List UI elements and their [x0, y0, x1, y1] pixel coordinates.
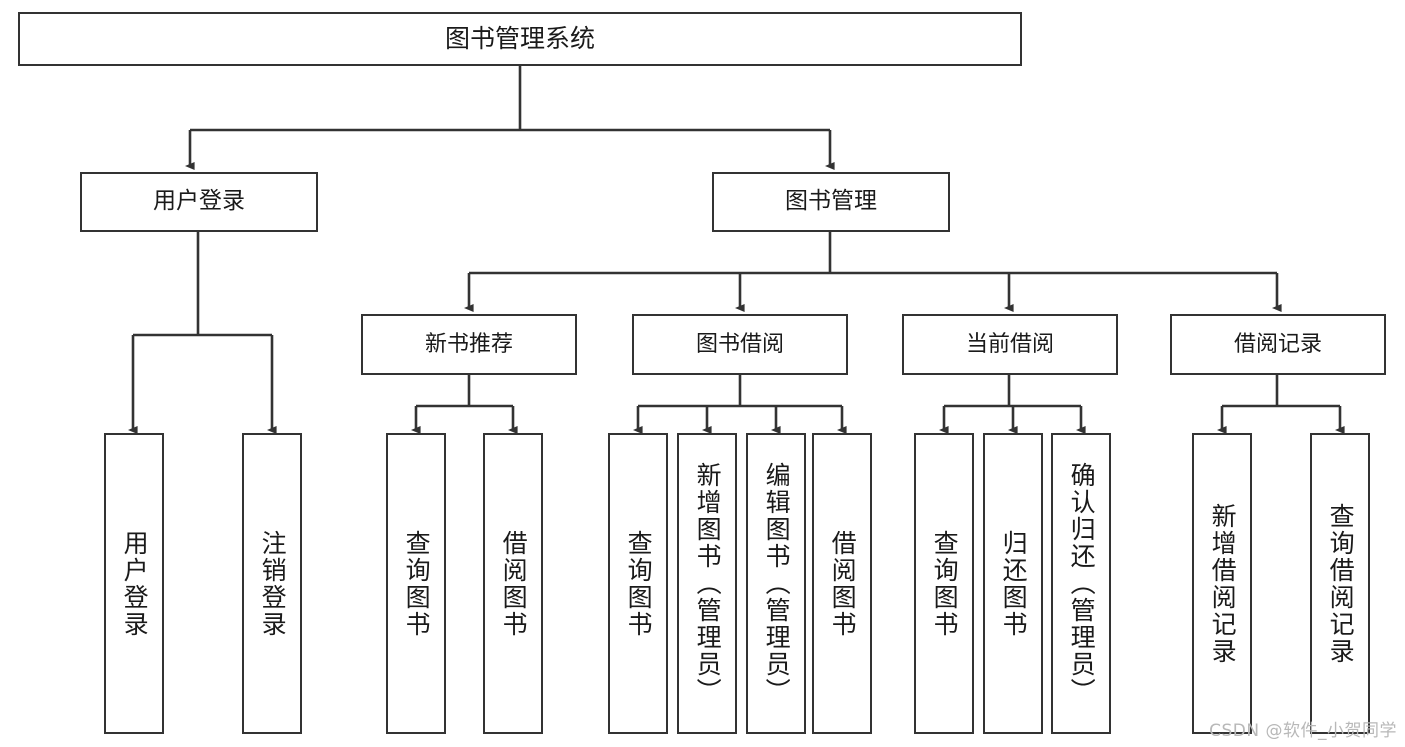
leaf-new-book-borrow[interactable]: 借阅图书 — [483, 433, 543, 734]
node-label: 借阅记录 — [1233, 331, 1322, 357]
node-label: 新书推荐 — [424, 331, 513, 357]
node-user-login[interactable]: 用户登录 — [80, 172, 318, 232]
node-label: 编辑图书（管理员） — [762, 462, 792, 705]
leaf-borrow-record-query[interactable]: 查询借阅记录 — [1310, 433, 1370, 734]
node-borrow-record[interactable]: 借阅记录 — [1170, 314, 1386, 375]
node-book-management[interactable]: 图书管理 — [712, 172, 950, 232]
node-label: 图书管理系统 — [444, 24, 595, 54]
node-label: 查询图书 — [402, 529, 432, 638]
leaf-user-login-logout[interactable]: 注销登录 — [242, 433, 302, 734]
leaf-borrow-record-add[interactable]: 新增借阅记录 — [1192, 433, 1252, 734]
node-label: 借阅图书 — [499, 529, 529, 638]
node-label: 查询借阅记录 — [1326, 502, 1356, 665]
leaf-book-borrow-add[interactable]: 新增图书（管理员） — [677, 433, 737, 734]
node-label: 新增图书（管理员） — [693, 462, 723, 705]
node-label: 归还图书 — [999, 529, 1029, 638]
node-label: 用户登录 — [153, 188, 245, 215]
node-label: 注销登录 — [258, 529, 288, 638]
node-label: 借阅图书 — [828, 529, 858, 638]
leaf-current-borrow-query[interactable]: 查询图书 — [914, 433, 974, 734]
leaf-new-book-query[interactable]: 查询图书 — [386, 433, 446, 734]
node-book-borrow[interactable]: 图书借阅 — [632, 314, 848, 375]
leaf-current-borrow-confirm-return[interactable]: 确认归还（管理员） — [1051, 433, 1111, 734]
node-label: 查询图书 — [930, 529, 960, 638]
leaf-user-login-login[interactable]: 用户登录 — [104, 433, 164, 734]
leaf-book-borrow-edit[interactable]: 编辑图书（管理员） — [746, 433, 806, 734]
node-new-book-recommend[interactable]: 新书推荐 — [361, 314, 577, 375]
node-current-borrow[interactable]: 当前借阅 — [902, 314, 1118, 375]
node-label: 新增借阅记录 — [1208, 502, 1238, 665]
leaf-book-borrow-query[interactable]: 查询图书 — [608, 433, 668, 734]
node-label: 确认归还（管理员） — [1067, 462, 1097, 705]
node-root-system[interactable]: 图书管理系统 — [18, 12, 1022, 66]
node-label: 用户登录 — [120, 529, 150, 638]
node-label: 当前借阅 — [965, 331, 1054, 357]
leaf-book-borrow-borrow[interactable]: 借阅图书 — [812, 433, 872, 734]
node-label: 查询图书 — [624, 529, 654, 638]
node-label: 图书管理 — [785, 188, 877, 215]
node-label: 图书借阅 — [695, 331, 784, 357]
leaf-current-borrow-return[interactable]: 归还图书 — [983, 433, 1043, 734]
